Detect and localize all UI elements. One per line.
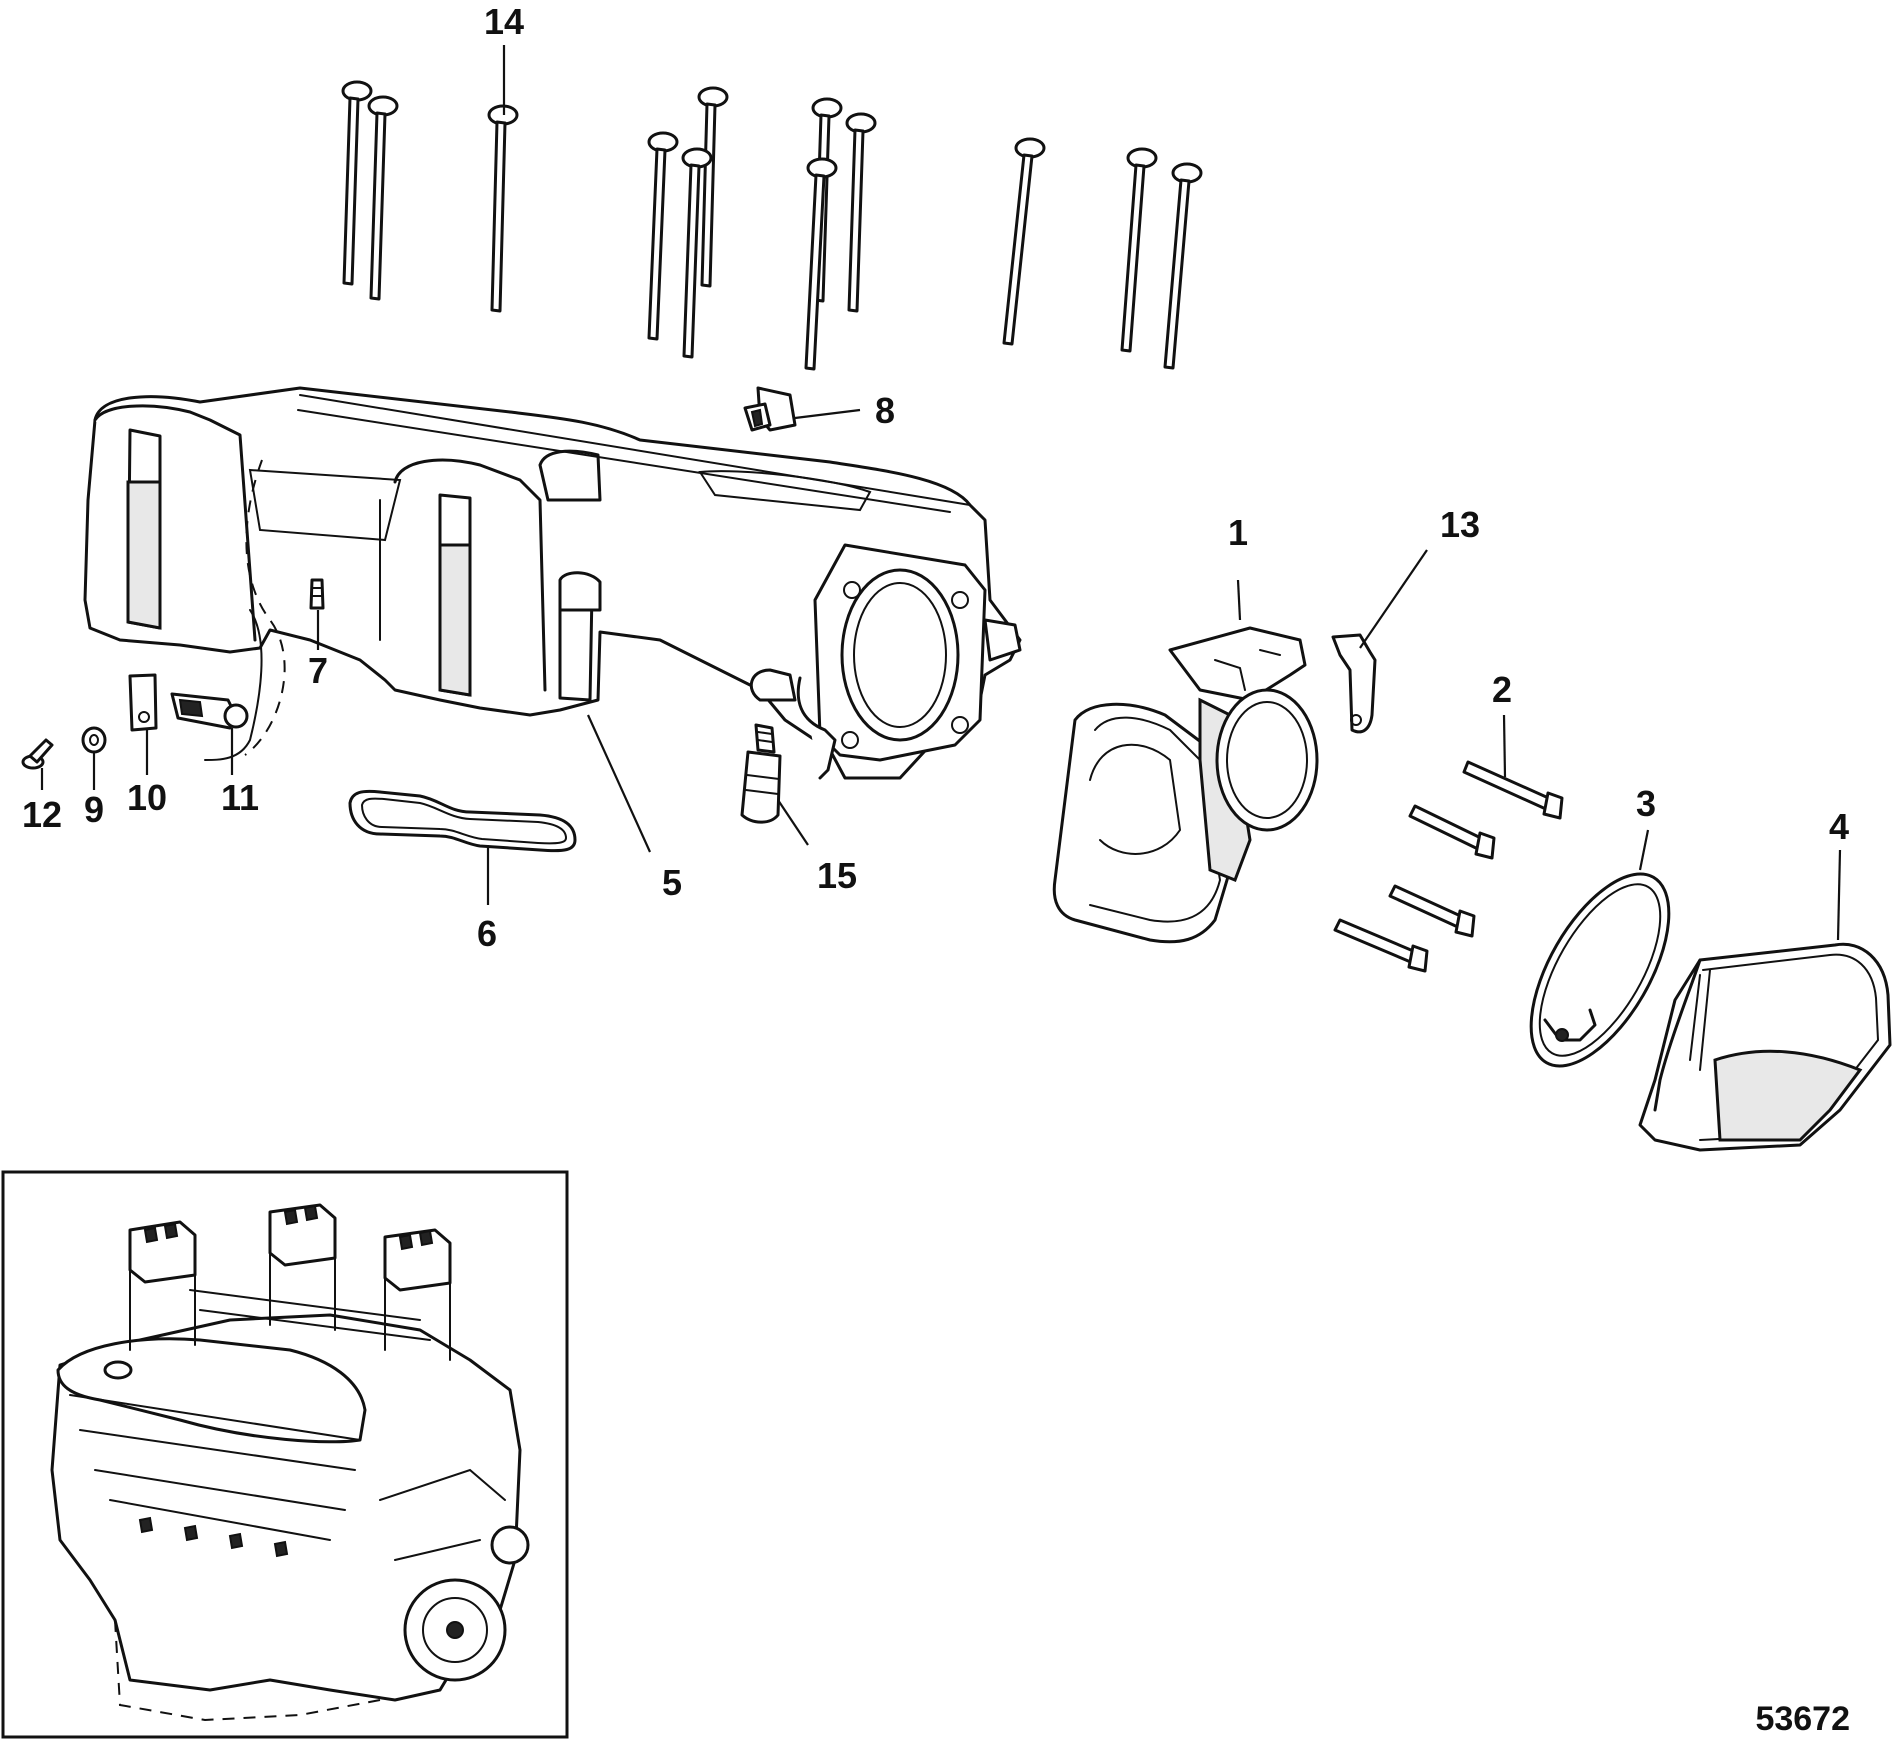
flame-arrestor — [1638, 942, 1892, 1152]
bolt — [1333, 918, 1429, 973]
bolt — [1408, 804, 1496, 860]
callout-5: 5 — [662, 862, 682, 903]
leader-lines — [40, 45, 1842, 941]
washer — [81, 726, 107, 754]
throttle-bracket — [1331, 633, 1377, 734]
manifold-bolts — [341, 80, 1203, 371]
bolt — [1163, 162, 1203, 370]
bolt — [1388, 884, 1476, 938]
callout-1: 1 — [1228, 512, 1248, 553]
figure-number: 53672 — [1755, 1700, 1850, 1738]
callout-10: 10 — [127, 777, 167, 818]
callout-12: 12 — [22, 794, 62, 835]
throttle-body — [1052, 626, 1319, 944]
callout-8: 8 — [875, 390, 895, 431]
callout-2: 2 — [1492, 669, 1512, 710]
callout-13: 13 — [1440, 504, 1480, 545]
leader-4 — [1836, 849, 1842, 941]
bolt — [1462, 760, 1564, 820]
bolt — [697, 86, 729, 288]
callout-14: 14 — [484, 1, 524, 42]
callout-15: 15 — [817, 855, 857, 896]
bolt — [1120, 147, 1158, 353]
screw — [21, 738, 54, 770]
bolt — [647, 131, 679, 341]
leader-3 — [1638, 829, 1650, 871]
leader-2 — [1502, 714, 1507, 778]
temperature-sensor — [740, 723, 782, 824]
leader-8 — [794, 408, 861, 420]
bolt — [845, 112, 877, 313]
callout-4: 4 — [1829, 806, 1849, 847]
stud — [309, 578, 325, 610]
callout-9: 9 — [84, 789, 104, 830]
sensor-bracket — [128, 673, 158, 732]
leader-1 — [1236, 579, 1242, 621]
map-sensor — [170, 692, 249, 730]
bolt — [1002, 137, 1046, 346]
throttle-body-bolts — [1333, 760, 1564, 973]
bolt — [341, 80, 373, 286]
intake-manifold — [83, 386, 1022, 780]
gasket — [348, 789, 577, 853]
bolt — [367, 95, 399, 301]
bolt — [487, 104, 519, 313]
leader-15 — [777, 799, 809, 846]
elbow-fitting — [743, 386, 797, 432]
callout-3: 3 — [1636, 783, 1656, 824]
callout-7: 7 — [308, 650, 328, 691]
callout-labels: 14 8 1 13 2 3 4 7 12 9 10 11 5 15 6 — [22, 1, 1849, 954]
bolt — [804, 157, 838, 371]
callout-11: 11 — [221, 777, 259, 818]
leader-13 — [1359, 549, 1428, 649]
bolt — [681, 147, 713, 359]
hose-clamp — [1529, 872, 1671, 1068]
engine-illustration — [50, 1203, 530, 1722]
callout-6: 6 — [477, 913, 497, 954]
engine-locator-inset — [1, 1170, 569, 1739]
leader-5 — [586, 714, 652, 853]
